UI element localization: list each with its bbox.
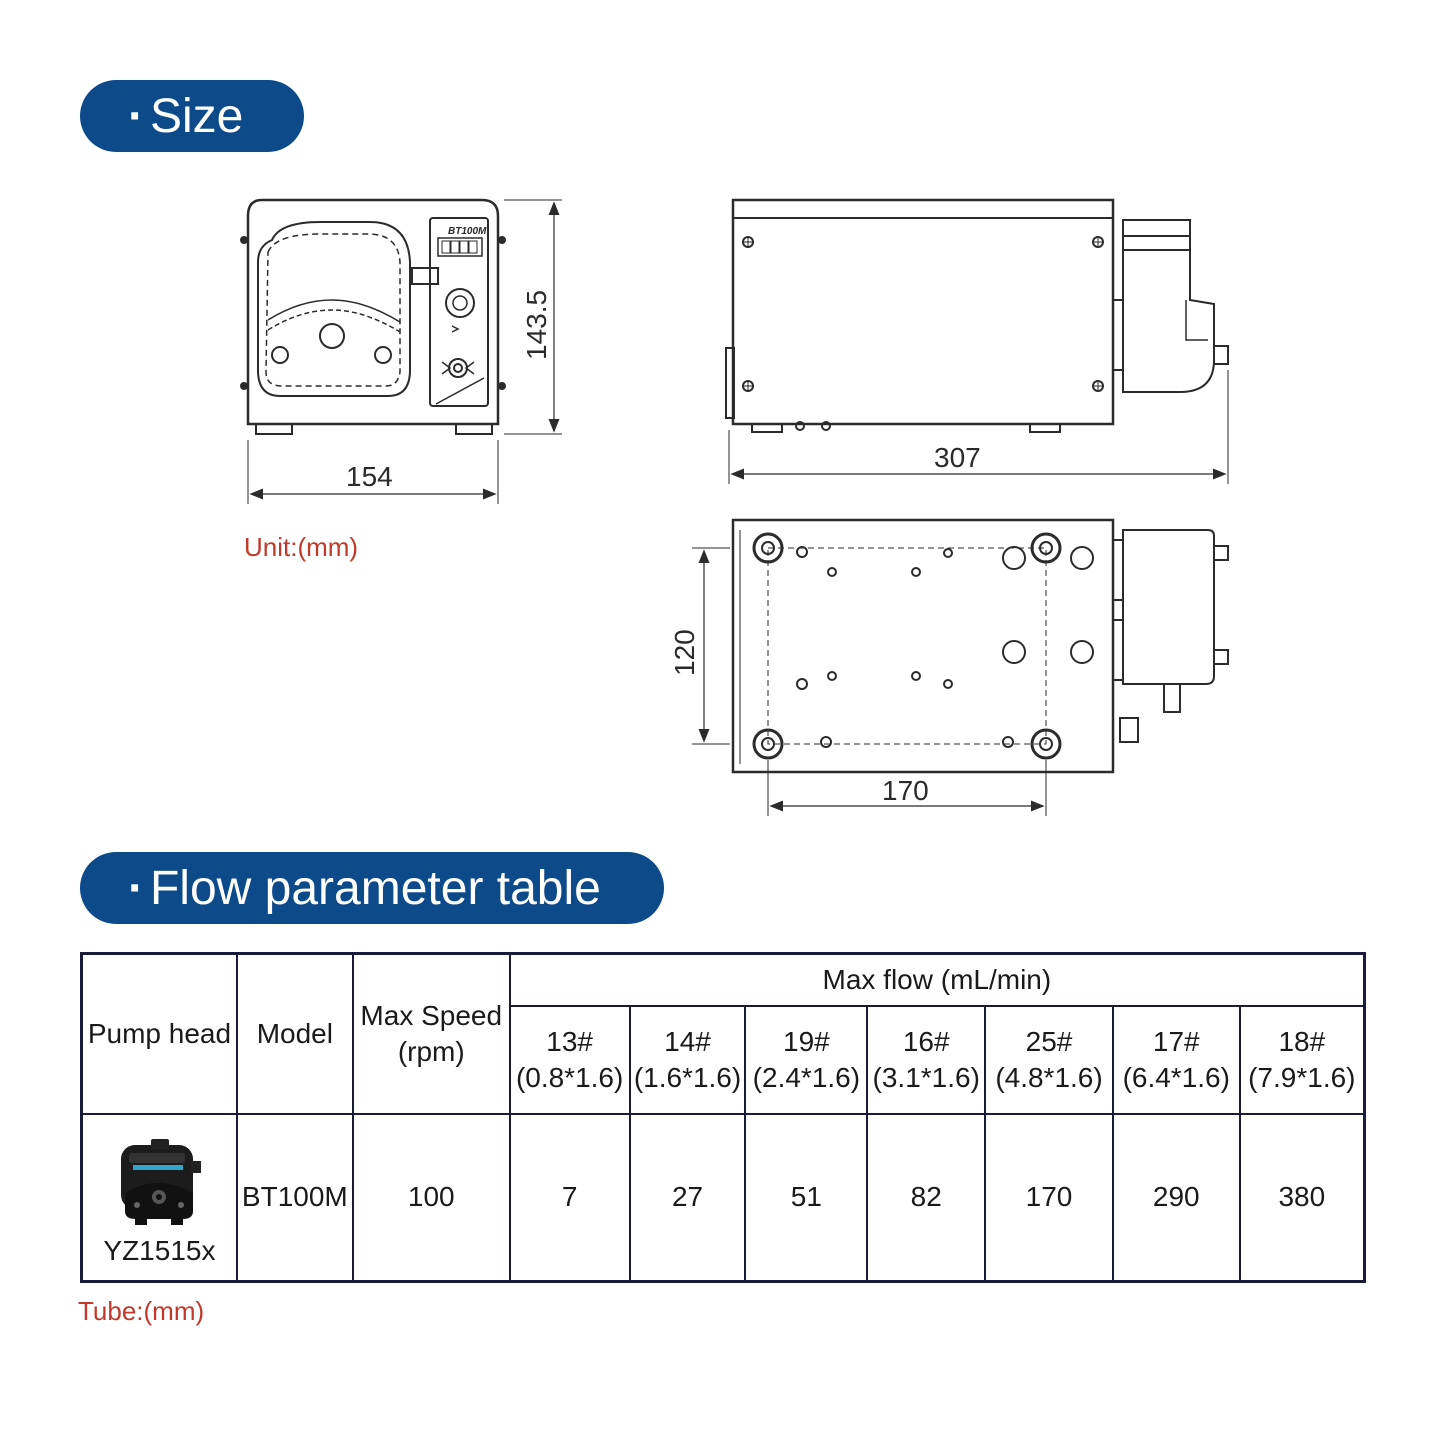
tube-dims: (3.1*1.6) — [872, 1061, 980, 1093]
tube-dims: (4.8*1.6) — [995, 1061, 1103, 1093]
pump-head-image — [121, 1139, 202, 1226]
pump-head-cell: YZ1515x — [80, 1112, 238, 1283]
header-model: Model — [235, 952, 354, 1115]
tube-header: 25# (4.8*1.6) — [984, 1004, 1114, 1115]
dim-height: 143.5 — [521, 290, 552, 360]
flow-cell: 27 — [628, 1112, 747, 1283]
tube-size: 14# — [664, 1025, 711, 1057]
dim-hole-span: 170 — [882, 775, 929, 806]
tube-size: 18# — [1278, 1025, 1326, 1057]
front-panel-label: BT100M — [448, 226, 487, 237]
tube-header: 17# (6.4*1.6) — [1111, 1004, 1241, 1115]
tube-dims: (1.6*1.6) — [633, 1061, 742, 1093]
model-cell: BT100M — [235, 1112, 354, 1283]
tube-header-row: 13# (0.8*1.6) 14# (1.6*1.6) 19# (2.4*1.6) 1… — [82, 1004, 1366, 1115]
tube-header: 13# (0.8*1.6) — [508, 1004, 631, 1115]
table-row: YZ1515x BT100M 100 7 27 51 82 170 290 38… — [80, 1112, 1366, 1283]
max-speed-cell: 100 — [351, 1112, 511, 1283]
tube-size: 17# — [1152, 1025, 1200, 1057]
tube-dims: (0.8*1.6) — [515, 1061, 624, 1093]
tube-note: Tube:(mm) — [78, 1296, 205, 1326]
header-max-speed: Max Speed (rpm) — [351, 952, 511, 1115]
pump-head-name: YZ1515x — [103, 1235, 216, 1267]
side-view-drawing — [725, 198, 1229, 484]
flow-cell: 170 — [984, 1112, 1114, 1283]
dim-width: 154 — [346, 461, 393, 492]
technical-drawings: BT100M 154 143.5 — [240, 198, 1229, 816]
flow-cell: 82 — [866, 1112, 987, 1283]
flow-cell: 290 — [1111, 1112, 1241, 1283]
tube-header: 16# (3.1*1.6) — [866, 1004, 987, 1115]
tube-dims: (7.9*1.6) — [1248, 1061, 1356, 1093]
tube-size: 16# — [902, 1025, 950, 1057]
dim-length: 307 — [934, 442, 981, 473]
header-max-speed-line2: (rpm) — [397, 1035, 465, 1067]
dim-depth: 120 — [669, 629, 700, 676]
front-view-drawing: BT100M — [240, 198, 562, 504]
section-title-size-text: Size — [149, 89, 244, 143]
tube-header: 14# (1.6*1.6) — [628, 1004, 747, 1115]
tube-size: 13# — [546, 1025, 593, 1057]
tube-header: 18# (7.9*1.6) — [1238, 1004, 1366, 1115]
header-max-flow: Max flow (mL/min) — [508, 952, 1366, 1007]
section-title-size: · Size — [80, 80, 304, 152]
flow-parameter-table: Pump head Model Max Speed (rpm) Max flow… — [80, 952, 1366, 1283]
bullet: · — [128, 89, 144, 143]
header-pump-head: Pump head — [80, 952, 238, 1115]
bottom-view-drawing — [692, 518, 1229, 816]
tube-size: 19# — [783, 1025, 830, 1057]
section-title-flow: · Flow parameter table — [80, 852, 664, 924]
flow-cell: 51 — [744, 1112, 869, 1283]
flow-cell: 380 — [1238, 1112, 1366, 1283]
tube-header: 19# (2.4*1.6) — [744, 1004, 869, 1115]
tube-dims: (2.4*1.6) — [752, 1061, 861, 1093]
bullet: · — [128, 861, 144, 915]
header-max-speed-line1: Max Speed — [360, 999, 503, 1031]
tube-size: 25# — [1025, 1025, 1073, 1057]
tube-dims: (6.4*1.6) — [1122, 1061, 1230, 1093]
section-title-flow-text: Flow parameter table — [149, 861, 601, 915]
flow-cell: 7 — [508, 1112, 631, 1283]
unit-note: Unit:(mm) — [244, 532, 359, 562]
